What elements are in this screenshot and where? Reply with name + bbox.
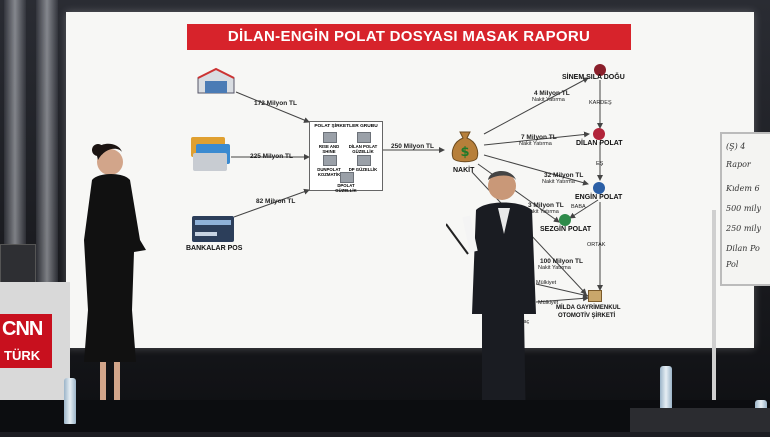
bank-pos-label: BANKALAR POS: [186, 245, 243, 252]
video-wall-screen: DİLAN-ENGİN POLAT DOSYASI MASAK RAPORU: [66, 12, 754, 348]
side-table: [630, 408, 770, 432]
person-icon: [593, 128, 605, 140]
building-icon: [588, 290, 602, 302]
relation-label: BABA: [571, 204, 586, 210]
company-group-box: POLAT ŞİRKETLER GRUBU RISE AND SHINE DİL…: [309, 121, 383, 193]
person-name: ENGİN POLAT: [575, 194, 623, 201]
amount-label: 172 Milyon TL: [254, 100, 297, 107]
deposit-label: Nakit Yatırma: [526, 209, 559, 215]
company-name: DP GÜZELLİK: [348, 167, 378, 172]
person-name: DİLAN POLAT: [576, 140, 623, 147]
person-icon: [594, 64, 606, 76]
company-tile: [357, 132, 371, 143]
company-tile: [340, 172, 354, 183]
whiteboard-text: 250 mily: [726, 224, 762, 233]
whiteboard-text: Kıdem 6: [726, 184, 760, 193]
amount-label: 32 Milyon TL: [544, 172, 584, 179]
amount-label: 7 Milyon TL: [521, 134, 557, 141]
cnn-turk-logo: CNN TÜRK: [0, 314, 52, 368]
company-group-header: POLAT ŞİRKETLER GRUBU: [314, 124, 378, 129]
company-tile: [323, 155, 337, 166]
studio-light-pillar: [36, 0, 58, 300]
relation-label: Mülkiyet: [538, 300, 559, 306]
deposit-label: Nakit Yatırma: [542, 179, 575, 185]
relation-label: ORTAK: [587, 242, 606, 248]
studio-light-pillar: [4, 0, 26, 300]
relation-label: EŞ: [596, 161, 604, 167]
water-bottle: [660, 366, 672, 412]
relation-label: Mülkiyet: [536, 280, 557, 286]
company-name: RISE AND SHINE: [318, 144, 340, 154]
presenter-man: [445, 164, 546, 432]
person-icon: [593, 182, 605, 194]
deposit-label: Nakit Yatırma: [532, 97, 565, 103]
company-name: DUNPOLAT KOZMATİK: [317, 167, 341, 177]
person-name: SEZGİN POLAT: [540, 226, 592, 233]
money-bag-icon: $: [450, 128, 480, 164]
relation-label: KARDEŞ: [589, 100, 612, 106]
person-icon: [559, 214, 571, 226]
amount-label: 225 Milyon TL: [250, 153, 293, 160]
amount-label: 3 Milyon TL: [528, 202, 564, 209]
logo-text-bottom: TÜRK: [4, 348, 41, 363]
presenter-woman: [78, 140, 158, 422]
whiteboard-text: Dilan Po: [726, 244, 760, 253]
water-bottle: [64, 378, 76, 424]
logo-text-top: CNN: [2, 318, 43, 340]
company-name: DİLAN POLAT GÜZELLİK: [348, 144, 378, 154]
company-name: MİLDA GAYRİMENKUL: [556, 305, 621, 311]
whiteboard-text: Rapor: [726, 160, 751, 169]
whiteboard: (Ş) 4 Rapor Kıdem 6 500 mily 250 mily Di…: [720, 132, 770, 286]
company-name: OTOMOTİV ŞİRKETİ: [558, 313, 616, 319]
warehouse-icon: [196, 66, 236, 94]
whiteboard-text: Pol: [726, 260, 739, 269]
flow-arrows: [231, 77, 603, 303]
amount-label: 4 Milyon TL: [534, 90, 570, 97]
svg-text:$: $: [460, 145, 469, 160]
report-title: DİLAN-ENGİN POLAT DOSYASI MASAK RAPORU: [187, 24, 631, 50]
laptop: [0, 244, 36, 284]
amount-label: 250 Milyon TL: [391, 143, 434, 150]
whiteboard-text: (Ş) 4: [726, 142, 746, 151]
pos-terminal-icon: [192, 216, 234, 242]
company-name: DPOLAT GÜZELLİK: [335, 183, 357, 193]
deposit-label: Nakit Yatırma: [538, 265, 571, 271]
whiteboard-stand: [712, 210, 716, 400]
amount-label: 82 Milyon TL: [256, 198, 296, 205]
company-tile: [357, 155, 371, 166]
credit-cards-icon: [190, 136, 234, 174]
amount-label: 100 Milyon TL: [540, 258, 583, 265]
whiteboard-text: 500 mily: [726, 204, 762, 213]
person-name: SİNEM SILA DOĞU: [562, 74, 625, 81]
company-tile: [323, 132, 337, 143]
cash-label: NAKİT: [453, 167, 475, 174]
deposit-label: Nakit Yatırma: [519, 141, 552, 147]
